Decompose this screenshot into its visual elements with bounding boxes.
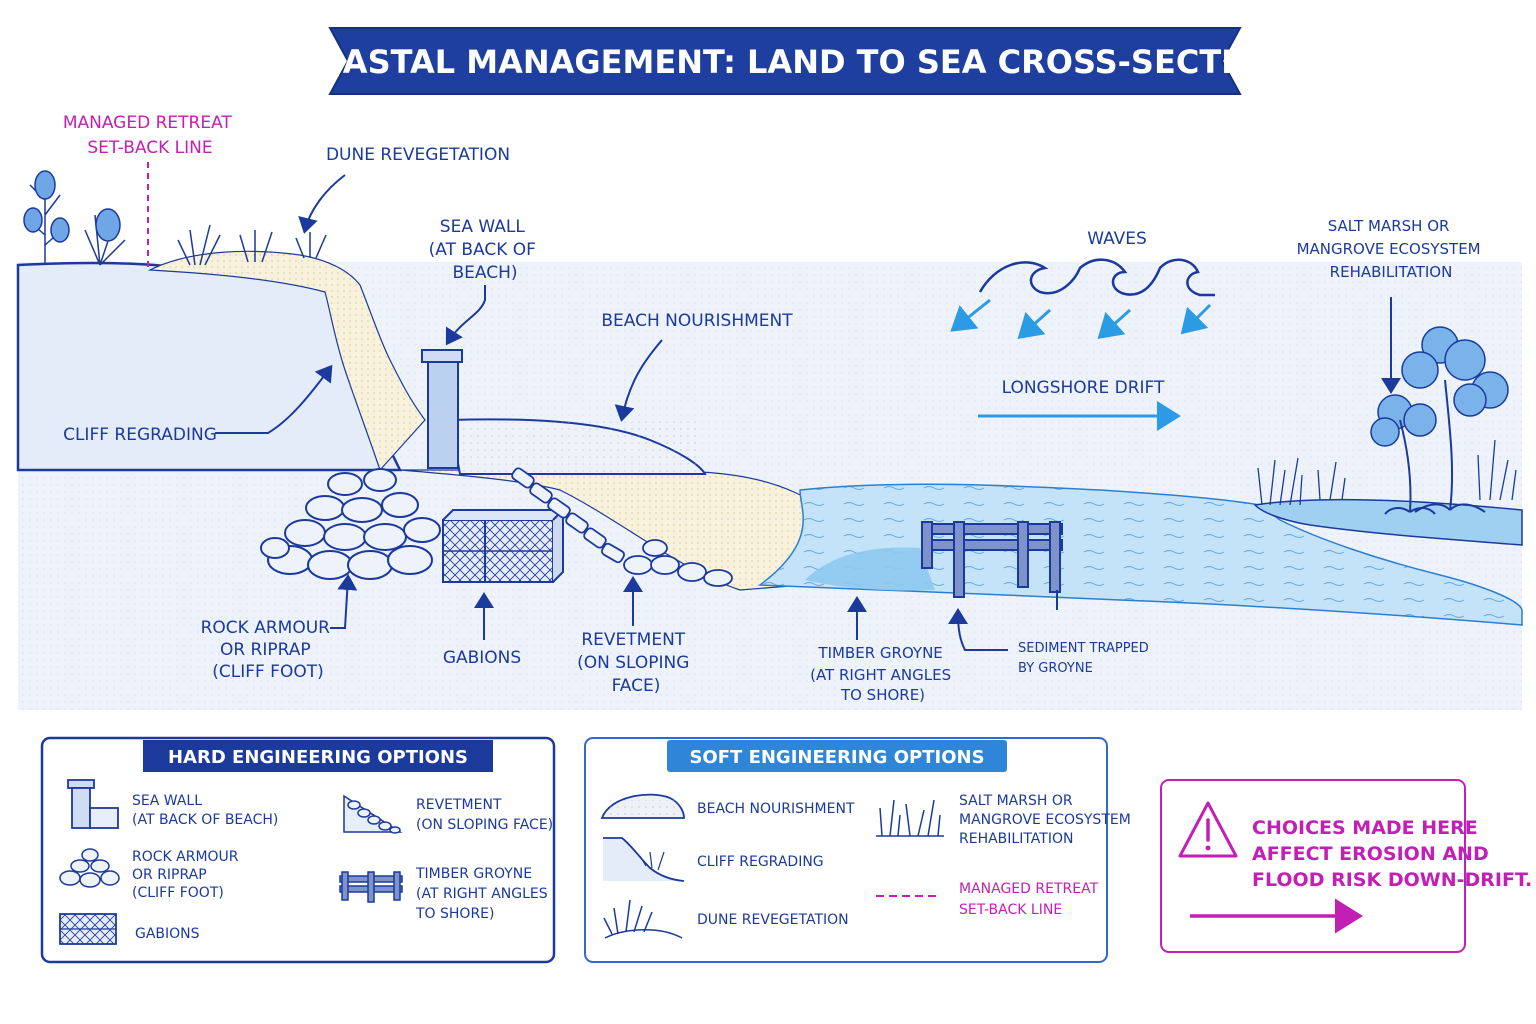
revetment-icon	[343, 794, 403, 834]
wave-direction-arrows	[950, 298, 1212, 339]
label-dune-revegetation: DUNE REVEGETATION	[326, 145, 510, 165]
legend-hard-title: HARD ENGINEERING OPTIONS	[168, 747, 468, 768]
legend-soft-item-dune-revegetation: DUNE REVEGETATION	[697, 912, 849, 928]
label-sea-wall: SEA WALL (AT BACK OF BEACH)	[429, 217, 542, 283]
legend-soft-item-beach-nourishment: BEACH NOURISHMENT	[697, 801, 855, 817]
legend-soft-item-cliff-regrading: CLIFF REGRADING	[697, 854, 824, 870]
dune-revegetation-icon	[603, 899, 683, 939]
marsh-island	[1253, 498, 1523, 546]
label-revetment: REVETMENT (ON SLOPING FACE)	[577, 630, 695, 696]
gabion-icon	[59, 913, 117, 945]
trapped-sediment	[805, 547, 935, 591]
legend-soft-title: SOFT ENGINEERING OPTIONS	[689, 747, 984, 768]
page-title: COASTAL MANAGEMENT: LAND TO SEA CROSS-SE…	[293, 43, 1287, 81]
leader-lines	[215, 174, 1401, 651]
timber-groyne	[921, 521, 1063, 598]
cliff-regrading-icon	[603, 837, 685, 882]
label-cliff-regrading: CLIFF REGRADING	[63, 425, 217, 445]
rock-armour	[260, 468, 441, 580]
revetment	[511, 467, 733, 587]
warning-message: CHOICES MADE HERE AFFECT EROSION AND FLO…	[1252, 817, 1532, 891]
label-managed-retreat: MANAGED RETREAT SET-BACK LINE	[63, 113, 237, 158]
beach-nourishment-icon	[600, 793, 685, 819]
waves-illustration	[978, 258, 1215, 297]
legend-hard-item-rock-armour: ROCK ARMOUR OR RIPRAP (CLIFF FOOT)	[132, 849, 243, 901]
rock-armour-icon	[59, 848, 120, 888]
legend-hard-item-sea-wall: SEA WALL (AT BACK OF BEACH)	[132, 793, 278, 828]
label-waves: WAVES	[1087, 229, 1147, 249]
label-salt-marsh: SALT MARSH OR MANGROVE ECOSYSTEM REHABIL…	[1297, 217, 1486, 281]
timber-groyne-icon	[339, 871, 403, 903]
salt-marsh-icon	[876, 799, 944, 837]
label-longshore-drift: LONGSHORE DRIFT	[1002, 378, 1165, 398]
legend-hard-item-gabions: GABIONS	[135, 926, 200, 942]
label-beach-nourishment: BEACH NOURISHMENT	[601, 311, 793, 331]
sea-wall	[421, 349, 463, 469]
legend-soft-item-managed-retreat: MANAGED RETREAT SET-BACK LINE	[959, 881, 1103, 918]
label-sediment-trapped: SEDIMENT TRAPPED BY GROYNE	[1018, 641, 1153, 676]
label-gabions: GABIONS	[443, 648, 521, 668]
label-rock-armour: ROCK ARMOUR OR RIPRAP (CLIFF FOOT)	[201, 618, 336, 682]
warning-icon	[1178, 801, 1238, 858]
dune	[147, 250, 426, 472]
title-banner: COASTAL MANAGEMENT: LAND TO SEA CROSS-SE…	[293, 27, 1287, 95]
legend-soft-engineering: SOFT ENGINEERING OPTIONS BEACH NOURISHME…	[584, 737, 1135, 963]
legend-hard-item-revetment: REVETMENT (ON SLOPING FACE)	[416, 797, 553, 833]
cliff-vegetation	[23, 170, 327, 266]
warning-box: CHOICES MADE HERE AFFECT EROSION AND FLO…	[1160, 779, 1532, 953]
label-timber-groyne: TIMBER GROYNE (AT RIGHT ANGLES TO SHORE)	[810, 644, 956, 704]
gabions	[442, 507, 566, 583]
mangrove-trees	[1257, 326, 1517, 515]
legend-hard-item-timber-groyne: TIMBER GROYNE (AT RIGHT ANGLES TO SHORE)	[415, 866, 552, 922]
legend-hard-engineering: HARD ENGINEERING OPTIONS SEA WALL (AT BA…	[40, 736, 556, 964]
legend-soft-item-salt-marsh: SALT MARSH OR MANGROVE ECOSYSTEM REHABIL…	[959, 793, 1135, 847]
sea-wall-icon	[67, 779, 119, 829]
